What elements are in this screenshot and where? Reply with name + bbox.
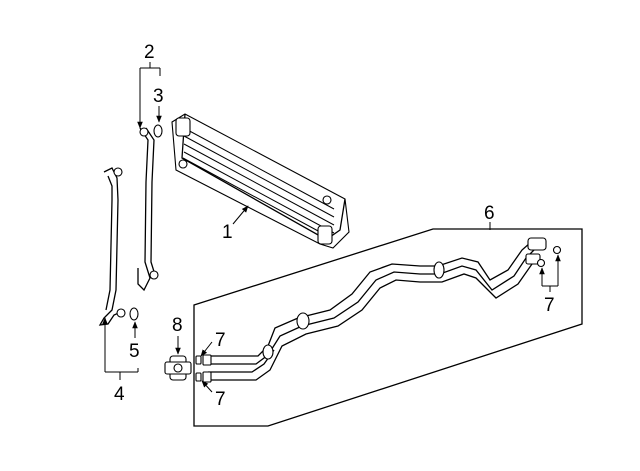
callout-7-right: 7 (544, 295, 555, 316)
callout-7-upper: 7 (215, 330, 226, 351)
callout-5: 5 (129, 341, 140, 362)
callout-7-lower: 7 (215, 389, 226, 410)
callout-8: 8 (172, 315, 183, 336)
oil-cooler-part-1 (171, 113, 350, 249)
oil-cooler-hose-part-6 (202, 237, 547, 383)
seal-part-5 (129, 307, 139, 321)
cooler-tube-part-2 (137, 127, 159, 292)
seal-part-3 (153, 124, 163, 138)
seal-part-7-group (195, 245, 562, 382)
fitting-part-8 (164, 355, 192, 381)
cooler-tube-part-4 (98, 167, 126, 326)
callout-3: 3 (153, 86, 164, 107)
callout-2: 2 (144, 42, 155, 63)
callout-6: 6 (484, 203, 495, 224)
callout-1: 1 (222, 222, 233, 243)
leader-lines (102, 62, 561, 393)
hose-assembly-outline (193, 228, 583, 427)
callout-4: 4 (114, 384, 125, 405)
